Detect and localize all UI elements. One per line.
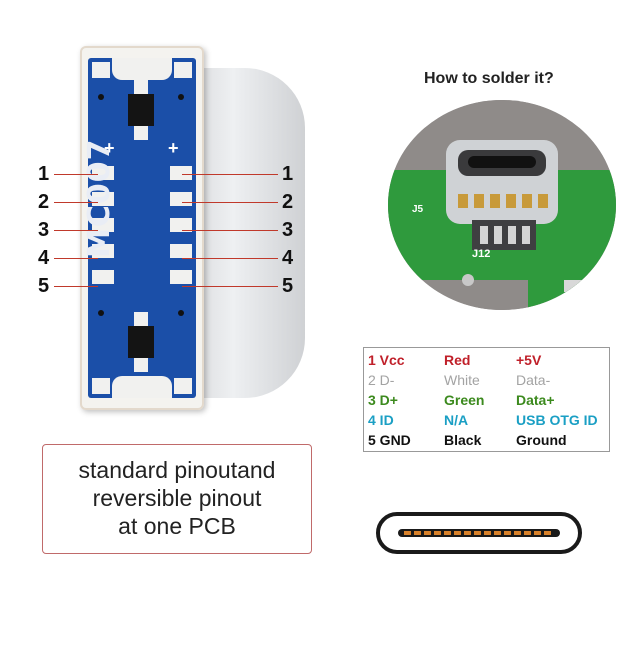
resistor-pad	[134, 312, 148, 326]
photo-title: How to solder it?	[424, 70, 554, 87]
pcb-marking: MC007	[82, 138, 117, 259]
wire-cell: White	[444, 372, 480, 388]
pin-cell: 1 Vcc	[368, 352, 405, 368]
usb-c-outline-icon	[376, 512, 582, 554]
pin-label-right-5: 5	[282, 275, 294, 297]
signal-cell: Data-	[516, 372, 551, 388]
pin-label-left-5: 5	[38, 275, 50, 297]
leader-line	[54, 258, 98, 259]
pin-pad-right-2	[170, 192, 192, 206]
wire-cell: Green	[444, 392, 485, 408]
pin-cell: 5 GND	[368, 432, 411, 448]
pin-cell: 2 D-	[368, 372, 395, 388]
pin-label-right-1: 1	[282, 163, 294, 185]
usb-c-connector-shell	[185, 68, 305, 398]
leader-line	[54, 230, 98, 231]
signal-cell: USB OTG ID	[516, 412, 598, 428]
label-j12: J12	[472, 248, 491, 260]
signal-cell: Ground	[516, 432, 567, 448]
solder-photo: J5 J12	[388, 100, 616, 310]
via-dot	[98, 310, 104, 316]
top-resistor	[128, 94, 154, 126]
leader-line	[182, 286, 278, 287]
bottom-pad	[112, 376, 172, 398]
leader-line	[182, 202, 278, 203]
pin-pad-left-3	[92, 218, 114, 232]
corner-pad	[174, 62, 192, 78]
pin-label-right-2: 2	[282, 191, 294, 213]
note-line-3: at one PCB	[118, 513, 236, 539]
note-line-1: standard pinoutand	[78, 457, 276, 483]
pin-pad-left-1	[92, 166, 114, 180]
pin-label-right-4: 4	[282, 247, 294, 269]
plus-marking-right: +	[168, 138, 179, 158]
via-dot	[98, 94, 104, 100]
wire-cell: Black	[444, 432, 482, 448]
label-j5: J5	[412, 204, 424, 215]
leader-line	[54, 286, 98, 287]
pin-pad-right-5	[170, 270, 192, 284]
resistor-pad	[134, 358, 148, 372]
leader-line	[182, 230, 278, 231]
signal-cell: +5V	[516, 352, 542, 368]
note-box: standard pinoutand reversible pinout at …	[42, 444, 312, 554]
signal-cell: Data+	[516, 392, 555, 408]
pinout-table: 1 Vcc Red +5V 2 D- White Data- 3 D+ Gree…	[363, 347, 610, 452]
top-pad	[112, 58, 172, 80]
plus-marking-left: +	[104, 138, 115, 158]
note-line-2: reversible pinout	[92, 485, 262, 511]
leader-line	[182, 258, 278, 259]
pin-label-left-1: 1	[38, 163, 50, 185]
breakout-pcb: + +	[88, 58, 196, 398]
leader-line	[54, 174, 98, 175]
pin-pad-right-1	[170, 166, 192, 180]
resistor-pad	[134, 80, 148, 94]
via-dot	[178, 94, 184, 100]
wire-cell: N/A	[444, 412, 469, 428]
bottom-resistor	[128, 326, 154, 358]
pin-cell: 4 ID	[368, 412, 394, 428]
resistor-pad	[134, 126, 148, 140]
usb-c-contacts	[398, 529, 560, 537]
leader-line	[54, 202, 98, 203]
corner-pad	[92, 378, 110, 394]
solder-photo-illustration	[388, 100, 616, 310]
pin-pad-right-4	[170, 244, 192, 258]
pin-label-right-3: 3	[282, 219, 294, 241]
pin-label-left-4: 4	[38, 247, 50, 269]
via-dot	[178, 310, 184, 316]
pin-label-left-2: 2	[38, 191, 50, 213]
leader-line	[182, 174, 278, 175]
wire-cell: Red	[444, 352, 471, 368]
pin-pad-left-5	[92, 270, 114, 284]
corner-pad	[174, 378, 192, 394]
pin-pad-right-3	[170, 218, 192, 232]
corner-pad	[92, 62, 110, 78]
pin-pad-left-4	[92, 244, 114, 258]
pin-label-left-3: 3	[38, 219, 50, 241]
pin-cell: 3 D+	[368, 392, 398, 408]
